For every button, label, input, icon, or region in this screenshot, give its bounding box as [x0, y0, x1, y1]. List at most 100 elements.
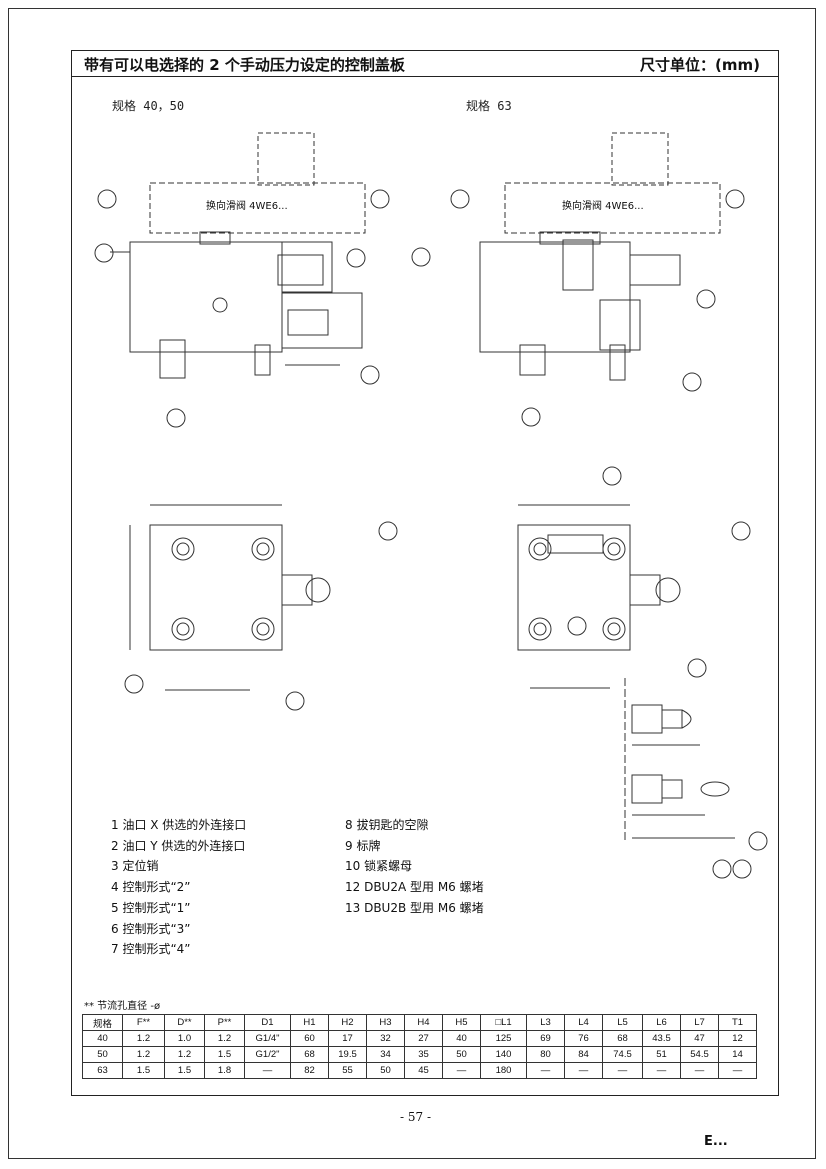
- header-cell: L3: [526, 1014, 565, 1031]
- table-cell: 40: [82, 1030, 123, 1047]
- table-cell: —: [564, 1062, 603, 1079]
- table-cell: 55: [328, 1062, 367, 1079]
- table-cell: 17: [328, 1030, 367, 1047]
- left-plan-drawing: [129, 504, 331, 691]
- legend-item: 7 控制形式“4”: [111, 942, 191, 957]
- page-title: 带有可以电选择的 2 个手动压力设定的控制盖板: [84, 56, 405, 74]
- table-cell: 84: [564, 1046, 603, 1063]
- legend-item: 6 控制形式“3”: [111, 921, 191, 936]
- table-cell: 68: [602, 1030, 643, 1047]
- table-cell: 32: [366, 1030, 405, 1047]
- valve-label-left: 换向滑阀 4WE6...: [205, 197, 289, 212]
- header-cell: D**: [164, 1014, 205, 1031]
- right-elevation-drawing: [479, 132, 721, 381]
- table-cell: 1.2: [204, 1030, 245, 1047]
- legend-item: 1 油口 X 供选的外连接口: [111, 818, 247, 832]
- legend-item: 10 锁紧螺母: [345, 859, 413, 874]
- header-cell: H1: [290, 1014, 329, 1031]
- table-cell: 80: [526, 1046, 565, 1063]
- table-cell: 76: [564, 1030, 603, 1047]
- table-note: ** 节流孔直径 -ø: [84, 1001, 161, 1012]
- table-cell: 1.0: [164, 1030, 205, 1047]
- legend-item: 13 DBU2B 型用 M6 螺堵: [345, 900, 484, 915]
- table-cell: 50: [442, 1046, 481, 1063]
- table-cell: 140: [480, 1046, 527, 1063]
- table-cell: 19.5: [328, 1046, 367, 1063]
- callout-circles: [94, 189, 768, 879]
- units-label: 尺寸单位：(mm): [640, 56, 760, 74]
- table-cell: 34: [366, 1046, 405, 1063]
- size-label-right: 规格 63: [466, 99, 512, 113]
- header-cell: H2: [328, 1014, 367, 1031]
- legend-right: 8 拔钥匙的空隙 9 标牌 10 锁紧螺母 12 DBU2A 型用 M6 螺堵 …: [345, 815, 484, 919]
- table-cell: 1.5: [164, 1062, 205, 1079]
- header-cell: □L1: [480, 1014, 527, 1031]
- table-cell: 43.5: [642, 1030, 681, 1047]
- brand-logo: E...: [704, 1134, 728, 1149]
- table-cell: 1.8: [204, 1062, 245, 1079]
- table-cell: —: [526, 1062, 565, 1079]
- header-cell: 规格: [82, 1014, 123, 1031]
- table-cell: —: [718, 1062, 757, 1079]
- table-cell: G1/2": [244, 1046, 291, 1063]
- table-cell: 45: [404, 1062, 443, 1079]
- legend-item: 8 拔钥匙的空隙: [345, 818, 429, 832]
- table-cell: 12: [718, 1030, 757, 1047]
- knob-detail-drawing: [624, 678, 735, 840]
- table-cell: 51: [642, 1046, 681, 1063]
- table-cell: 1.5: [204, 1046, 245, 1063]
- legend-item: 9 标牌: [345, 838, 381, 853]
- header-cell: L7: [680, 1014, 719, 1031]
- table-cell: 47: [680, 1030, 719, 1047]
- title-bar: 带有可以电选择的 2 个手动压力设定的控制盖板 尺寸单位：(mm): [72, 51, 778, 77]
- header-cell: H3: [366, 1014, 405, 1031]
- table-cell: —: [442, 1062, 481, 1079]
- left-elevation-drawing: [110, 132, 366, 379]
- table-cell: G1/4": [244, 1030, 291, 1047]
- legend-item: 5 控制形式“1”: [111, 900, 191, 915]
- table-cell: 68: [290, 1046, 329, 1063]
- valve-label-right: 换向滑阀 4WE6...: [561, 197, 645, 212]
- size-label-left: 规格 40，50: [112, 99, 185, 113]
- header-cell: D1: [244, 1014, 291, 1031]
- legend-item: 4 控制形式“2”: [111, 880, 191, 895]
- page-frame: [8, 8, 816, 1159]
- header-cell: L5: [602, 1014, 643, 1031]
- header-cell: F**: [122, 1014, 165, 1031]
- table-cell: 180: [480, 1062, 527, 1079]
- header-cell: H5: [442, 1014, 481, 1031]
- legend-item: 3 定位销: [111, 859, 159, 874]
- table-cell: 63: [82, 1062, 123, 1079]
- header-cell: L4: [564, 1014, 603, 1031]
- header-cell: H4: [404, 1014, 443, 1031]
- legend-item: 2 油口 Y 供选的外连接口: [111, 838, 246, 853]
- legend-left: 1 油口 X 供选的外连接口 2 油口 Y 供选的外连接口 3 定位销 4 控制…: [111, 815, 246, 960]
- table-cell: —: [680, 1062, 719, 1079]
- table-cell: 50: [82, 1046, 123, 1063]
- table-cell: 125: [480, 1030, 527, 1047]
- content-frame: 带有可以电选择的 2 个手动压力设定的控制盖板 尺寸单位：(mm): [71, 50, 779, 1096]
- table-cell: —: [642, 1062, 681, 1079]
- legend-item: 12 DBU2A 型用 M6 螺堵: [345, 880, 484, 895]
- table-cell: 40: [442, 1030, 481, 1047]
- header-cell: T1: [718, 1014, 757, 1031]
- table-cell: 60: [290, 1030, 329, 1047]
- header-cell: L6: [642, 1014, 681, 1031]
- table-cell: 69: [526, 1030, 565, 1047]
- table-cell: 82: [290, 1062, 329, 1079]
- table-cell: —: [602, 1062, 643, 1079]
- table-cell: 1.2: [122, 1046, 165, 1063]
- table-cell: 27: [404, 1030, 443, 1047]
- table-cell: —: [244, 1062, 291, 1079]
- table-cell: 1.2: [164, 1046, 205, 1063]
- table-cell: 54.5: [680, 1046, 719, 1063]
- table-cell: 50: [366, 1062, 405, 1079]
- table-cell: 1.5: [122, 1062, 165, 1079]
- table-cell: 74.5: [602, 1046, 643, 1063]
